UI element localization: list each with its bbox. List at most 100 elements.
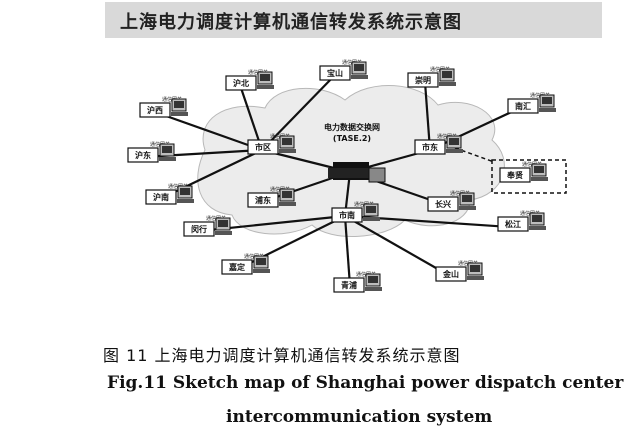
node-changxing: 长兴通信网关: [427, 190, 476, 212]
node-box: [247, 139, 279, 155]
node-box: [499, 167, 531, 183]
link: [261, 74, 336, 151]
computer-screen: [368, 276, 378, 283]
computer-base: [439, 82, 456, 86]
node-fengxian: 奉贤通信网关: [499, 161, 548, 183]
node-songjiang: 松江通信网关: [497, 210, 546, 232]
computer-screen: [470, 265, 480, 272]
link: [159, 149, 263, 200]
network-diagram: 电力数据交换网 (TASE.2) 市区通信网关市东通信网关市南通信网关宝山通信网…: [127, 59, 567, 293]
computer-base: [529, 226, 546, 230]
node-label: 闵行: [191, 224, 207, 234]
computer-base: [539, 108, 556, 112]
computer-base: [177, 199, 194, 203]
node-box: [427, 196, 459, 212]
link: [423, 81, 432, 151]
computer-screen: [534, 166, 544, 173]
title-banner: [105, 2, 602, 38]
computer-base: [215, 231, 232, 235]
computer-screen: [282, 138, 292, 145]
node-label: 奉贤: [506, 170, 523, 180]
node-jinshan: 金山通信网关: [435, 260, 484, 282]
computer-screen: [180, 188, 190, 195]
computer-base: [171, 112, 188, 116]
node-label: 青浦: [341, 280, 357, 290]
caption-english-line2: intercommunication system: [226, 407, 493, 427]
node-box: [407, 72, 439, 88]
computer-screen: [366, 206, 376, 213]
node-label: 市区: [255, 142, 271, 152]
node-label: 沪西: [147, 105, 163, 115]
link: [238, 84, 264, 151]
computer-screen: [532, 215, 542, 222]
dashed-links: [454, 147, 567, 194]
computer-screen: [162, 146, 172, 153]
node-label: 市东: [422, 142, 438, 152]
computer-screen: [256, 258, 266, 265]
central-server: [328, 162, 386, 183]
computer-base: [531, 177, 548, 181]
computer-base: [279, 149, 296, 153]
computer-screen: [462, 195, 472, 202]
computer-base: [363, 217, 380, 221]
node-label: 金山: [442, 269, 459, 279]
node-label: 沪东: [135, 150, 151, 160]
node-baoshan: 宝山通信网关: [319, 59, 368, 81]
computer-base: [459, 206, 476, 210]
node-box: [333, 277, 365, 293]
node-label: 宝山: [327, 68, 343, 78]
computer-screen: [174, 101, 184, 108]
node-label: 沪南: [153, 192, 169, 202]
computer-screen: [542, 97, 552, 104]
node-label: 崇明: [415, 75, 431, 85]
node-box: [183, 221, 215, 237]
computer-base: [257, 85, 274, 89]
node-box: [139, 102, 171, 118]
node-puxi2: 沪西通信网关: [139, 96, 188, 118]
node-label: 长兴: [435, 199, 451, 209]
node-minhang: 闵行通信网关: [183, 215, 232, 237]
node-puming: 浦东通信网关: [247, 186, 296, 208]
computer-base: [365, 287, 382, 291]
cloud-label: 电力数据交换网: [324, 122, 380, 132]
node-pudong: 沪东通信网关: [127, 141, 176, 163]
node-chongming: 崇明通信网关: [407, 66, 456, 88]
node-punan: 沪南通信网关: [145, 183, 194, 205]
node-label: 南汇: [515, 101, 531, 111]
link: [154, 110, 263, 152]
node-label: 沪北: [233, 78, 249, 88]
node-box: [319, 65, 351, 81]
node-box: [435, 266, 467, 282]
node-nanhui: 南汇通信网关: [507, 92, 556, 114]
computer-screen: [449, 138, 459, 145]
node-label: 浦东: [255, 195, 271, 205]
node-label: 松江: [505, 219, 521, 229]
node-puxi: 市区通信网关: [247, 133, 296, 155]
node-box: [497, 216, 529, 232]
node-label: 市南: [339, 210, 355, 220]
computer-screen: [282, 191, 292, 198]
node-jiading: 嘉定通信网关: [221, 253, 270, 275]
computer-base: [159, 157, 176, 161]
node-box: [331, 207, 363, 223]
fengxian-dashed-box: [491, 159, 567, 194]
node-pubei: 沪北通信网关: [225, 69, 274, 91]
node-box: [145, 189, 177, 205]
computer-base: [446, 149, 463, 153]
computer-base: [351, 75, 368, 79]
diagram-title: 上海电力调度计算机通信转发系统示意图: [120, 12, 462, 33]
node-shidong: 市东通信网关: [414, 133, 463, 155]
caption-chinese: 图 11 上海电力调度计算机通信转发系统示意图: [103, 346, 461, 365]
link: [344, 215, 451, 277]
computer-base: [279, 202, 296, 206]
node-shinan: 市南通信网关: [331, 201, 380, 223]
node-qingpu: 青浦通信网关: [333, 271, 382, 293]
computer-screen: [218, 220, 228, 227]
computer-base: [467, 276, 484, 280]
caption-english-line1: Fig.11 Sketch map of Shanghai power disp…: [107, 373, 624, 393]
computer-base: [253, 269, 270, 273]
node-box: [221, 259, 253, 275]
node-box: [225, 75, 257, 91]
node-box: [507, 98, 539, 114]
node-box: [247, 192, 279, 208]
